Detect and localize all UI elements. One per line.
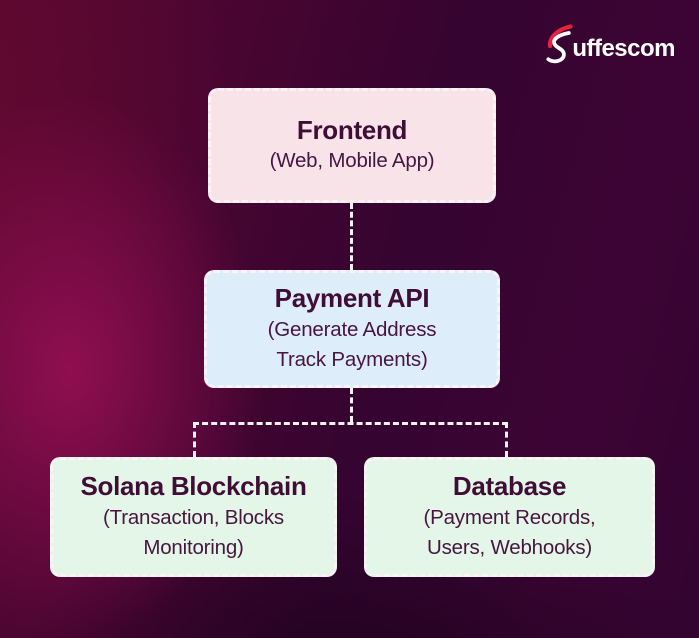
node-payment-api-subtitle-line2: Track Payments) xyxy=(276,348,428,372)
node-solana-blockchain-subtitle-line2: Monitoring) xyxy=(143,536,244,560)
connector-drop-to-solana xyxy=(193,422,196,457)
node-database-title: Database xyxy=(452,471,567,501)
node-database-subtitle-line1: (Payment Records, xyxy=(423,505,596,529)
suffescom-logo: uffescom xyxy=(545,24,675,65)
node-frontend: Frontend (Web, Mobile App) xyxy=(208,88,496,203)
node-frontend-subtitle: (Web, Mobile App) xyxy=(269,149,435,173)
suffescom-s-icon xyxy=(545,24,573,65)
node-database-subtitle-line2: Users, Webhooks) xyxy=(426,536,593,560)
connector-frontend-to-payment xyxy=(350,203,353,270)
node-database: Database (Payment Records, Users, Webhoo… xyxy=(364,457,655,577)
connector-branch-horizontal xyxy=(193,422,508,425)
brand-name: uffescom xyxy=(572,34,675,62)
node-payment-api: Payment API (Generate Address Track Paym… xyxy=(204,270,500,388)
node-solana-blockchain-subtitle-line1: (Transaction, Blocks xyxy=(103,505,284,529)
node-payment-api-subtitle-line1: (Generate Address xyxy=(267,317,437,341)
node-solana-blockchain-title: Solana Blockchain xyxy=(80,471,307,501)
connector-payment-stem xyxy=(350,388,353,422)
node-payment-api-title: Payment API xyxy=(274,283,430,313)
connector-drop-to-database xyxy=(505,422,508,457)
node-solana-blockchain: Solana Blockchain (Transaction, Blocks M… xyxy=(50,457,337,577)
node-frontend-title: Frontend xyxy=(296,114,408,145)
